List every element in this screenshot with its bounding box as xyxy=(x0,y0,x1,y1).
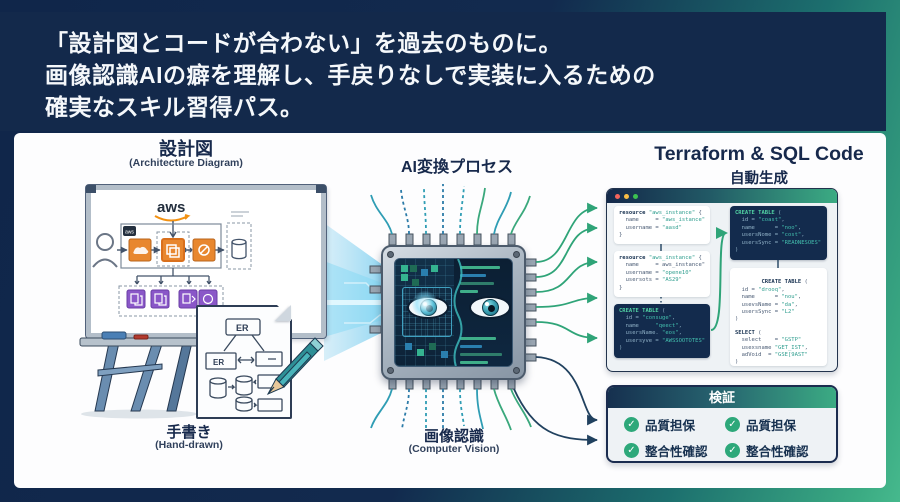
verification-box: 検証 ✓ 品質担保 ✓ 品質担保 ✓ 整合性確認 ✓ 整合性確認 xyxy=(606,385,838,463)
computer-vision-sublabel: (Computer Vision) xyxy=(408,443,500,455)
chip-pins-top xyxy=(388,233,516,246)
divider-wave-icon xyxy=(453,259,463,366)
screw-icon xyxy=(387,367,394,374)
aws-smile-icon xyxy=(154,214,191,222)
check-icon: ✓ xyxy=(624,443,639,458)
er-paper: ER ER xyxy=(196,305,292,419)
easel-shadow xyxy=(81,409,197,419)
sql-create-chunk: CREATE TABLE ( id = "drooq", name = "nou… xyxy=(735,279,808,323)
check-icon: ✓ xyxy=(725,417,740,432)
code-title: Terraform & SQL Code xyxy=(654,143,864,165)
check-icon: ✓ xyxy=(624,417,639,432)
terraform-block-1: resource "aws_instance" { name = "aws_is… xyxy=(614,206,710,244)
right-eye-icon xyxy=(469,296,511,319)
code-subtitle: 自動生成 xyxy=(730,171,788,187)
verify-item: ✓ 品質担保 xyxy=(725,415,826,434)
chip-screen xyxy=(394,258,513,367)
easel-legs xyxy=(94,337,194,412)
er-diagram: ER ER xyxy=(198,307,290,417)
window-close-icon xyxy=(615,193,620,199)
window-zoom-icon xyxy=(633,193,638,199)
sql-block-3: CREATE TABLE ( id = "drooq", name = "nou… xyxy=(730,268,827,366)
chip-to-verify-arrows xyxy=(513,356,598,446)
header: 「設計図とコードが合わない」を過去のものに。 画像認識AIの癖を理解し、手戻りな… xyxy=(0,12,886,131)
aws-badge: aws xyxy=(125,230,134,236)
sql-block-1: CREATE TABLE ( id = "consuge", name "qee… xyxy=(614,304,710,358)
verification-items: ✓ 品質担保 ✓ 品質担保 ✓ 整合性確認 ✓ 整合性確認 xyxy=(608,408,836,460)
lambda-icons xyxy=(126,289,218,309)
code-window: resource "aws_instance" { name = "aws_is… xyxy=(606,188,838,372)
screw-icon xyxy=(387,251,394,258)
content-panel: 設計図 (Architecture Diagram) aws aws xyxy=(14,133,886,488)
terraform-block-2: resource "aws_instance" { name = aws_ins… xyxy=(614,251,710,297)
verification-header: 検証 xyxy=(608,387,836,408)
check-icon: ✓ xyxy=(725,443,740,458)
sql-block-2: CREATE TABLE ( id = "coast", name = "noo… xyxy=(730,206,827,260)
aws-service-icons xyxy=(128,238,216,262)
paper-fold-icon xyxy=(275,305,291,321)
hand-drawn-sublabel: (Hand-drawn) xyxy=(155,439,223,451)
person-icon xyxy=(92,233,118,268)
chip-wires-top xyxy=(370,184,531,235)
aws-logo: aws xyxy=(157,199,185,216)
screw-icon xyxy=(513,367,520,374)
beam-focus-glow xyxy=(412,291,438,317)
window-titlebar xyxy=(607,189,837,203)
headline-line-1: 「設計図とコードが合わない」を過去のものに。 xyxy=(45,30,562,56)
headline-line-2: 画像認識AIの癖を理解し、手戻りなしで実装に入るための xyxy=(45,62,656,88)
screw-icon xyxy=(513,251,520,258)
ai-chip xyxy=(381,245,526,380)
er-label-left: ER xyxy=(213,358,224,367)
verify-item: ✓ 整合性確認 xyxy=(725,441,826,460)
computer-vision-label: 画像認識 xyxy=(423,428,484,445)
headline-line-3: 確実なスキル習得パス。 xyxy=(45,94,304,120)
hand-drawn-label: 手書き xyxy=(166,424,212,441)
architecture-diagram: aws aws xyxy=(92,199,252,317)
sql-select-chunk: SELECT ( select = "GSTP" usexsname "GET_… xyxy=(735,329,808,366)
window-minimize-icon xyxy=(624,193,629,199)
whiteboard: aws aws xyxy=(85,184,327,339)
database-icon xyxy=(231,238,247,260)
ai-process-title: AI変換プロセス xyxy=(400,159,513,176)
er-label-top: ER xyxy=(236,323,249,333)
headline: 「設計図とコードが合わない」を過去のものに。 画像認識AIの癖を理解し、手戻りな… xyxy=(45,27,656,123)
verify-item: ✓ 品質担保 xyxy=(624,415,725,434)
architecture-subtitle: (Architecture Diagram) xyxy=(129,157,243,169)
chip-to-code-arrows xyxy=(535,202,598,344)
architecture-title: 設計図 xyxy=(159,139,213,159)
verify-item: ✓ 整合性確認 xyxy=(624,441,725,460)
